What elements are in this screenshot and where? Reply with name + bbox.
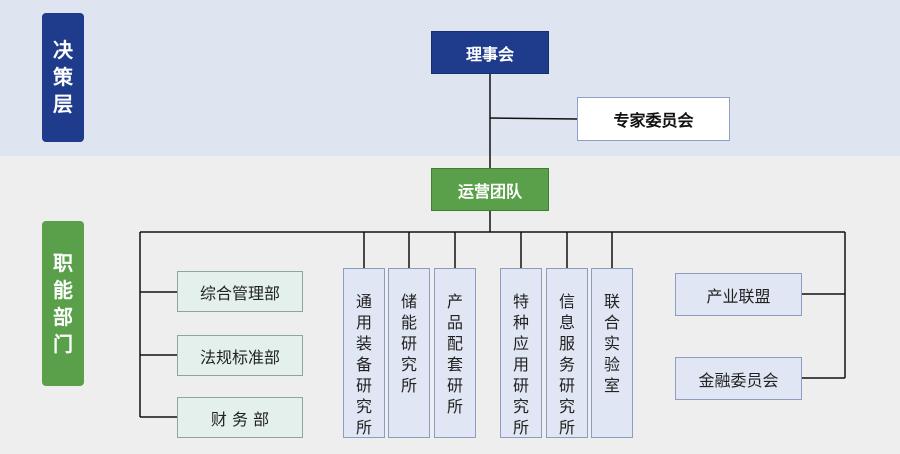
finance-committee-node: 金融委员会 [675,357,802,400]
board-node: 理事会 [431,31,549,74]
institute-special-application: 特种应用研究所 [500,268,542,438]
expert-committee-node: 专家委员会 [577,97,730,141]
functional-layer-label: 职能部门 [42,221,84,386]
operations-team-node: 运营团队 [431,168,549,211]
institute-general-equipment: 通用装备研究所 [343,268,385,438]
dept-regulations-standards: 法规标准部 [177,335,303,376]
decision-layer-label: 决策层 [42,13,84,142]
institute-product-supporting: 产品配套研所 [434,268,476,438]
joint-laboratory: 联合实验室 [591,268,633,438]
institute-information-service: 信息服务研究所 [546,268,588,438]
dept-finance: 财 务 部 [177,397,303,438]
industry-alliance-node: 产业联盟 [675,273,802,316]
dept-general-management: 综合管理部 [177,271,303,312]
board-to-expert-line [489,117,578,120]
decision-layer-band [0,0,900,156]
institute-energy-storage: 储能研究所 [388,268,430,438]
